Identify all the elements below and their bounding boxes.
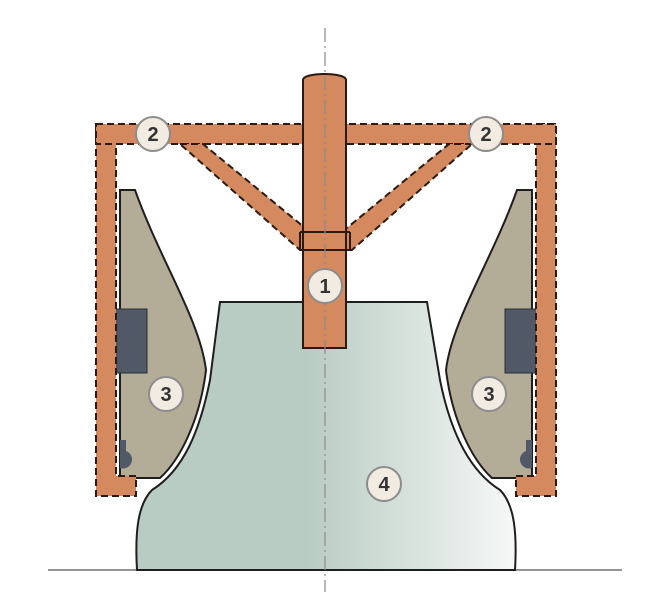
callout-label-3-right: 3 [483, 384, 494, 406]
callout-circle [307, 268, 343, 304]
bell-body [135, 301, 517, 571]
brace-right [341, 143, 475, 251]
frame-right-side [515, 123, 557, 497]
callout-circle [148, 376, 184, 412]
callout-label-1: 1 [319, 276, 330, 298]
callout-circle [135, 116, 171, 152]
callout-shaft: 1 [307, 268, 343, 304]
callout-label-2-left: 2 [147, 124, 158, 146]
shaft [302, 73, 347, 349]
notch-left [120, 440, 133, 469]
callout-pole-right: 3 [471, 376, 507, 412]
callout-pole-left: 3 [148, 376, 184, 412]
callout-arm-right: 2 [468, 116, 504, 152]
callout-arm-left: 2 [135, 116, 171, 152]
frame-left-side [95, 123, 137, 497]
callout-label-2-right: 2 [480, 124, 491, 146]
pole-piece-right [444, 189, 533, 479]
brace-left [177, 143, 311, 251]
callout-label-4: 4 [378, 474, 390, 496]
callout-label-3-left: 3 [160, 384, 171, 406]
notch-right [519, 440, 532, 469]
callout-circle [471, 376, 507, 412]
callout-bell: 4 [366, 466, 402, 502]
pole-piece-left [119, 189, 208, 479]
callout-circle [366, 466, 402, 502]
callout-circle [468, 116, 504, 152]
